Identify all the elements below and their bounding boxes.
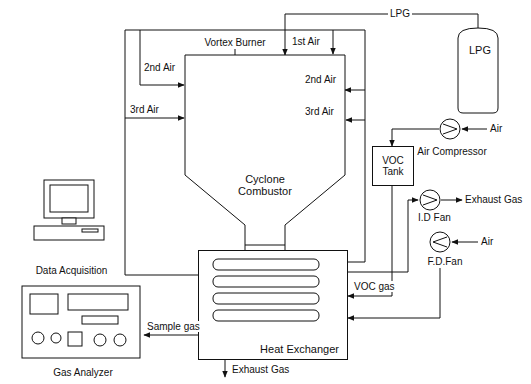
connector-label: LPG <box>388 8 412 19</box>
exhaust-arrow <box>441 200 462 201</box>
air-compressor: Air Compressor <box>410 118 494 158</box>
text-holder: Data Acquisition <box>22 265 121 276</box>
air-label: 2nd Air <box>305 74 336 85</box>
heat-exchanger: Heat Exchanger <box>198 250 348 360</box>
air-pipe <box>346 120 365 121</box>
pipe-connector <box>144 335 198 336</box>
voc-tank: VOC Tank <box>372 146 414 186</box>
lpg-cylinder-outline <box>458 28 502 113</box>
node-text: Data Acquisition <box>22 265 121 276</box>
part-label: Vortex Burner <box>204 37 265 48</box>
text-holder: VOC Tank <box>373 155 413 177</box>
computer-outline <box>22 178 121 278</box>
node-text: LPG <box>458 44 502 56</box>
heat-exchanger-outline <box>199 251 347 359</box>
connector-label: VOC gas <box>352 281 397 292</box>
air-label: 3rd Air <box>130 104 159 115</box>
inlet-label: Air <box>481 236 493 247</box>
text-holder: LPG <box>458 44 502 56</box>
lpg-cylinder: LPG <box>458 28 502 113</box>
air-label: 2nd Air <box>144 62 175 73</box>
fd-fan: F.D.Fan <box>418 230 472 268</box>
gas-analyzer-outline <box>22 286 144 378</box>
air-inlet <box>462 129 487 130</box>
text-holder: Heat Exchanger <box>260 343 339 355</box>
exhaust-arrow <box>225 360 226 377</box>
node-text: Heat Exchanger <box>260 343 339 355</box>
pipe-connector <box>345 90 365 262</box>
air-pipe <box>140 30 184 85</box>
node-text: Cyclone Combustor <box>230 173 300 197</box>
pipe-connector <box>348 268 440 318</box>
node-text: F.D.Fan <box>418 256 472 267</box>
outlet-label: Exhaust Gas <box>465 194 522 205</box>
air-label: 3rd Air <box>305 106 334 117</box>
air-pipe <box>333 30 334 54</box>
pipe-connector <box>348 186 392 296</box>
text-holder: Gas Analyzer <box>22 367 144 378</box>
id-fan: I.D Fan <box>418 187 466 223</box>
computer: Data Acquisition <box>22 178 121 278</box>
node-text: Gas Analyzer <box>22 367 144 378</box>
air-inlet <box>452 242 478 243</box>
pipe-connector <box>285 14 478 55</box>
outlet-label: Exhaust Gas <box>232 364 289 375</box>
node-text: VOC Tank <box>373 155 413 177</box>
node-text: Air Compressor <box>410 146 494 157</box>
text-holder: Cyclone Combustor <box>230 173 300 197</box>
text-holder: I.D Fan <box>418 212 466 223</box>
text-holder: Air Compressor <box>410 146 494 157</box>
inlet-label: Air <box>490 123 502 134</box>
node-text: I.D Fan <box>418 212 466 223</box>
connector-label: Sample gas <box>145 321 202 332</box>
air-pipe <box>125 118 184 119</box>
pipe-connector <box>392 129 410 146</box>
pipe-connector <box>348 200 418 272</box>
air-label: 1st Air <box>292 36 320 47</box>
air-pipe <box>125 30 365 275</box>
gas-analyzer: Gas Analyzer <box>22 286 144 378</box>
text-holder: F.D.Fan <box>418 256 472 267</box>
